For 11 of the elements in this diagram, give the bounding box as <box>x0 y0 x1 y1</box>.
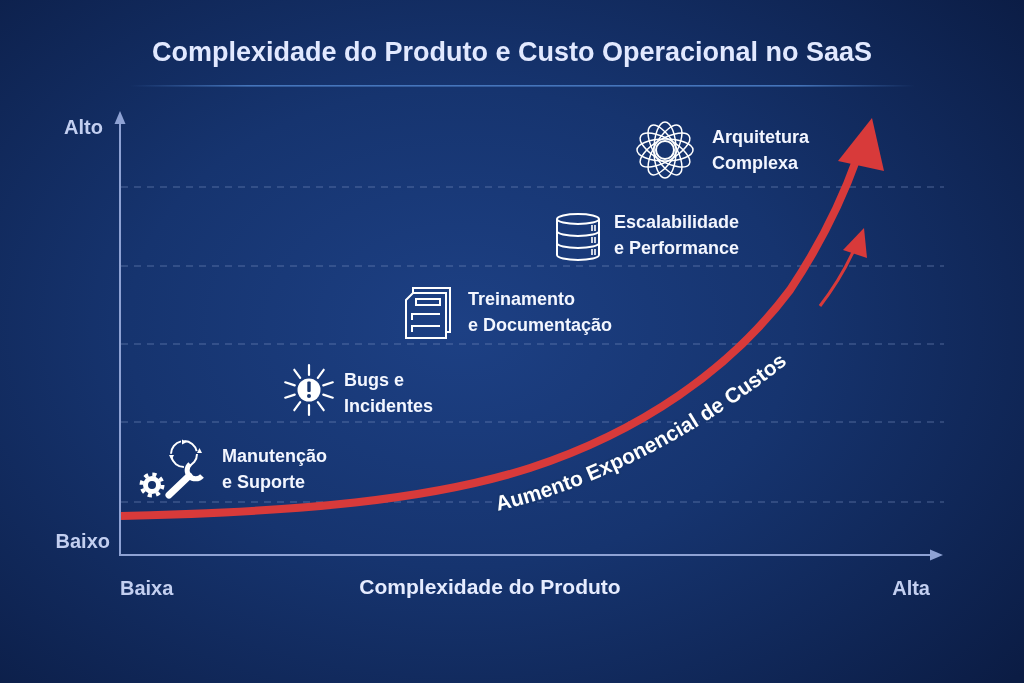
axis-title: Complexidade do Produto <box>359 574 621 600</box>
axis-tick-label: Alto <box>64 115 103 140</box>
axis-tick-label: Alta <box>892 576 930 601</box>
item-label: Escalabilidade e Performance <box>614 211 741 260</box>
chart-title: Complexidade do Produto e Custo Operacional no SaaS <box>151 36 873 69</box>
axis-tick-label: Baixo <box>55 529 110 554</box>
item-label: Arquitetura Complexa <box>712 126 810 175</box>
item-label: Manutenção e Suporte <box>222 445 328 494</box>
item-label: Bugs e Incidentes <box>344 369 435 418</box>
axis-tick-label: Baixa <box>120 576 174 601</box>
item-label: Treinamento e Documentação <box>468 288 614 337</box>
